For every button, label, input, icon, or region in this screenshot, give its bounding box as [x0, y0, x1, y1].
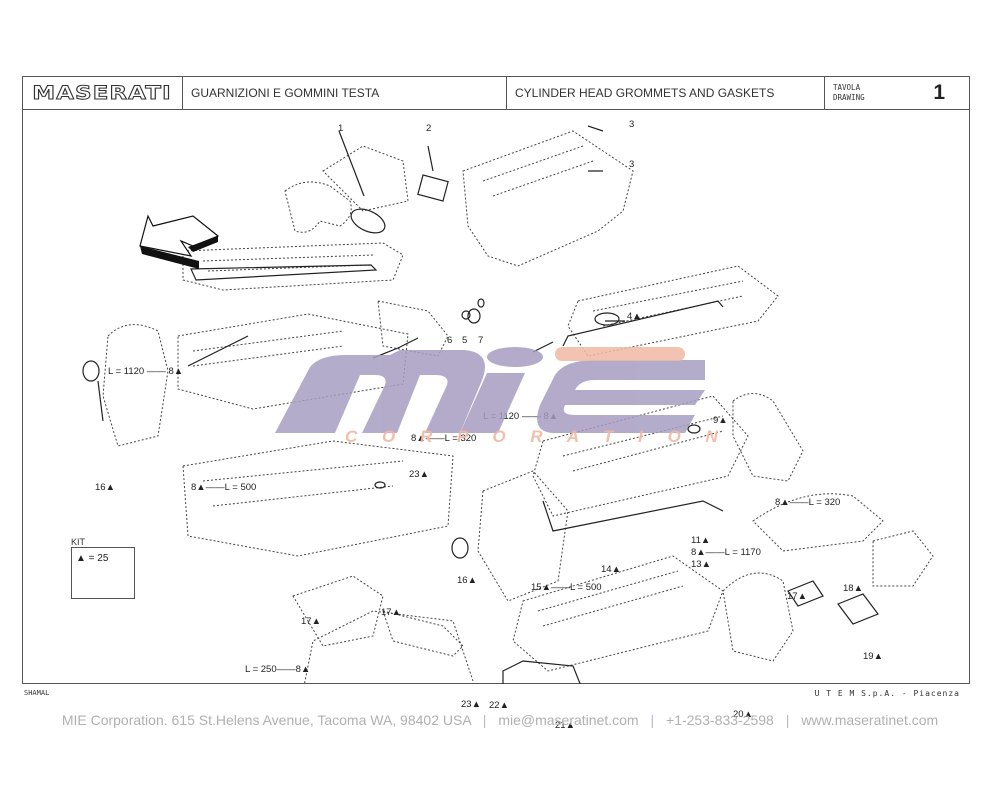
title-english: CYLINDER HEAD GROMMETS AND GASKETS [507, 77, 825, 109]
kit-entry: ▲ = 25 [76, 553, 109, 564]
drawing-label-en: DRAWING [833, 93, 865, 102]
callout-8-l320-left: 8▲——L = 320 [411, 433, 477, 444]
kit-title: KIT [71, 537, 86, 547]
callout-23-bottom: 23▲ [461, 699, 481, 710]
publisher-name: U T E M S.p.A. - Piacenza [814, 689, 960, 698]
company-address: MIE Corporation. 615 St.Helens Avenue, T… [61, 712, 471, 728]
callout-8-l320-right: 8▲——L = 320 [775, 497, 841, 508]
callout-18: 18▲ [843, 583, 863, 594]
callout-20: 20▲ [733, 709, 753, 720]
callout-9: 9▲ [713, 415, 728, 426]
brand-logo-cell: MASERATI [23, 77, 183, 109]
callout-1: 1 [338, 123, 344, 134]
drawing-label-it: TAVOLA [833, 83, 861, 92]
callout-6: 6 [447, 335, 453, 346]
exploded-parts-diagram: 1 2 3 3 4▲ 6 5 7 L = 1120 —— 8▲ L = 1120… [23, 111, 969, 731]
callout-8-l500: 8▲——L = 500 [191, 482, 257, 493]
contact-bar: MIE Corporation. 615 St.Helens Avenue, T… [0, 712, 1000, 728]
separator: | [650, 712, 655, 728]
callout-13: 13▲ [691, 559, 711, 570]
callout-3b: 3 [629, 159, 635, 170]
separator: | [785, 712, 790, 728]
callout-17-right: 17▲ [787, 591, 807, 602]
separator: | [482, 712, 487, 728]
drawing-number-cell: TAVOLA DRAWING 1 [825, 77, 969, 109]
callout-8-l1120-right: L = 1120 —— 8▲ [483, 411, 559, 422]
callout-19: 19▲ [863, 651, 883, 662]
callout-8-l1120-left: L = 1120 —— 8▲ [108, 366, 184, 377]
callout-4: 4▲ [627, 311, 642, 322]
drawing-number: 1 [933, 81, 945, 104]
callout-3a: 3 [629, 119, 635, 130]
callout-8-l1170: 8▲——L = 1170 [691, 547, 761, 558]
contact-email[interactable]: mie@maseratinet.com [498, 712, 639, 728]
kit-legend: KIT ▲ = 25 [71, 537, 135, 599]
callout-5: 5 [462, 335, 468, 346]
model-name: SHAMAL [24, 689, 50, 697]
callout-2: 2 [426, 123, 432, 134]
callout-17-left: 17▲ [301, 616, 321, 627]
callout-7: 7 [478, 335, 484, 346]
callout-16-left: 16▲ [95, 482, 115, 493]
title-block: MASERATI GUARNIZIONI E GOMMINI TESTA CYL… [23, 77, 969, 110]
callout-11: 11▲ [691, 535, 711, 546]
direction-arrow-icon [139, 214, 220, 269]
callout-23-top: 23▲ [409, 469, 429, 480]
contact-website[interactable]: www.maseratinet.com [801, 712, 939, 728]
parts-illustration [82, 125, 934, 712]
callout-14: 14▲ [601, 564, 621, 575]
drawing-sheet: MASERATI GUARNIZIONI E GOMMINI TESTA CYL… [22, 76, 970, 731]
callout-8-l250: L = 250——8▲ [245, 664, 311, 675]
maserati-logo: MASERATI [32, 82, 173, 105]
callout-15-l500: 15▲——L = 500 [531, 582, 602, 593]
callout-17-center: 17▲ [381, 607, 401, 618]
callout-16-center: 16▲ [457, 575, 477, 586]
callout-21: 21▲ [555, 720, 575, 731]
callout-22: 22▲ [489, 700, 509, 711]
contact-phone[interactable]: +1-253-833-2598 [666, 712, 774, 728]
kit-box: ▲ = 25 [71, 547, 135, 599]
title-italian: GUARNIZIONI E GOMMINI TESTA [183, 77, 507, 109]
